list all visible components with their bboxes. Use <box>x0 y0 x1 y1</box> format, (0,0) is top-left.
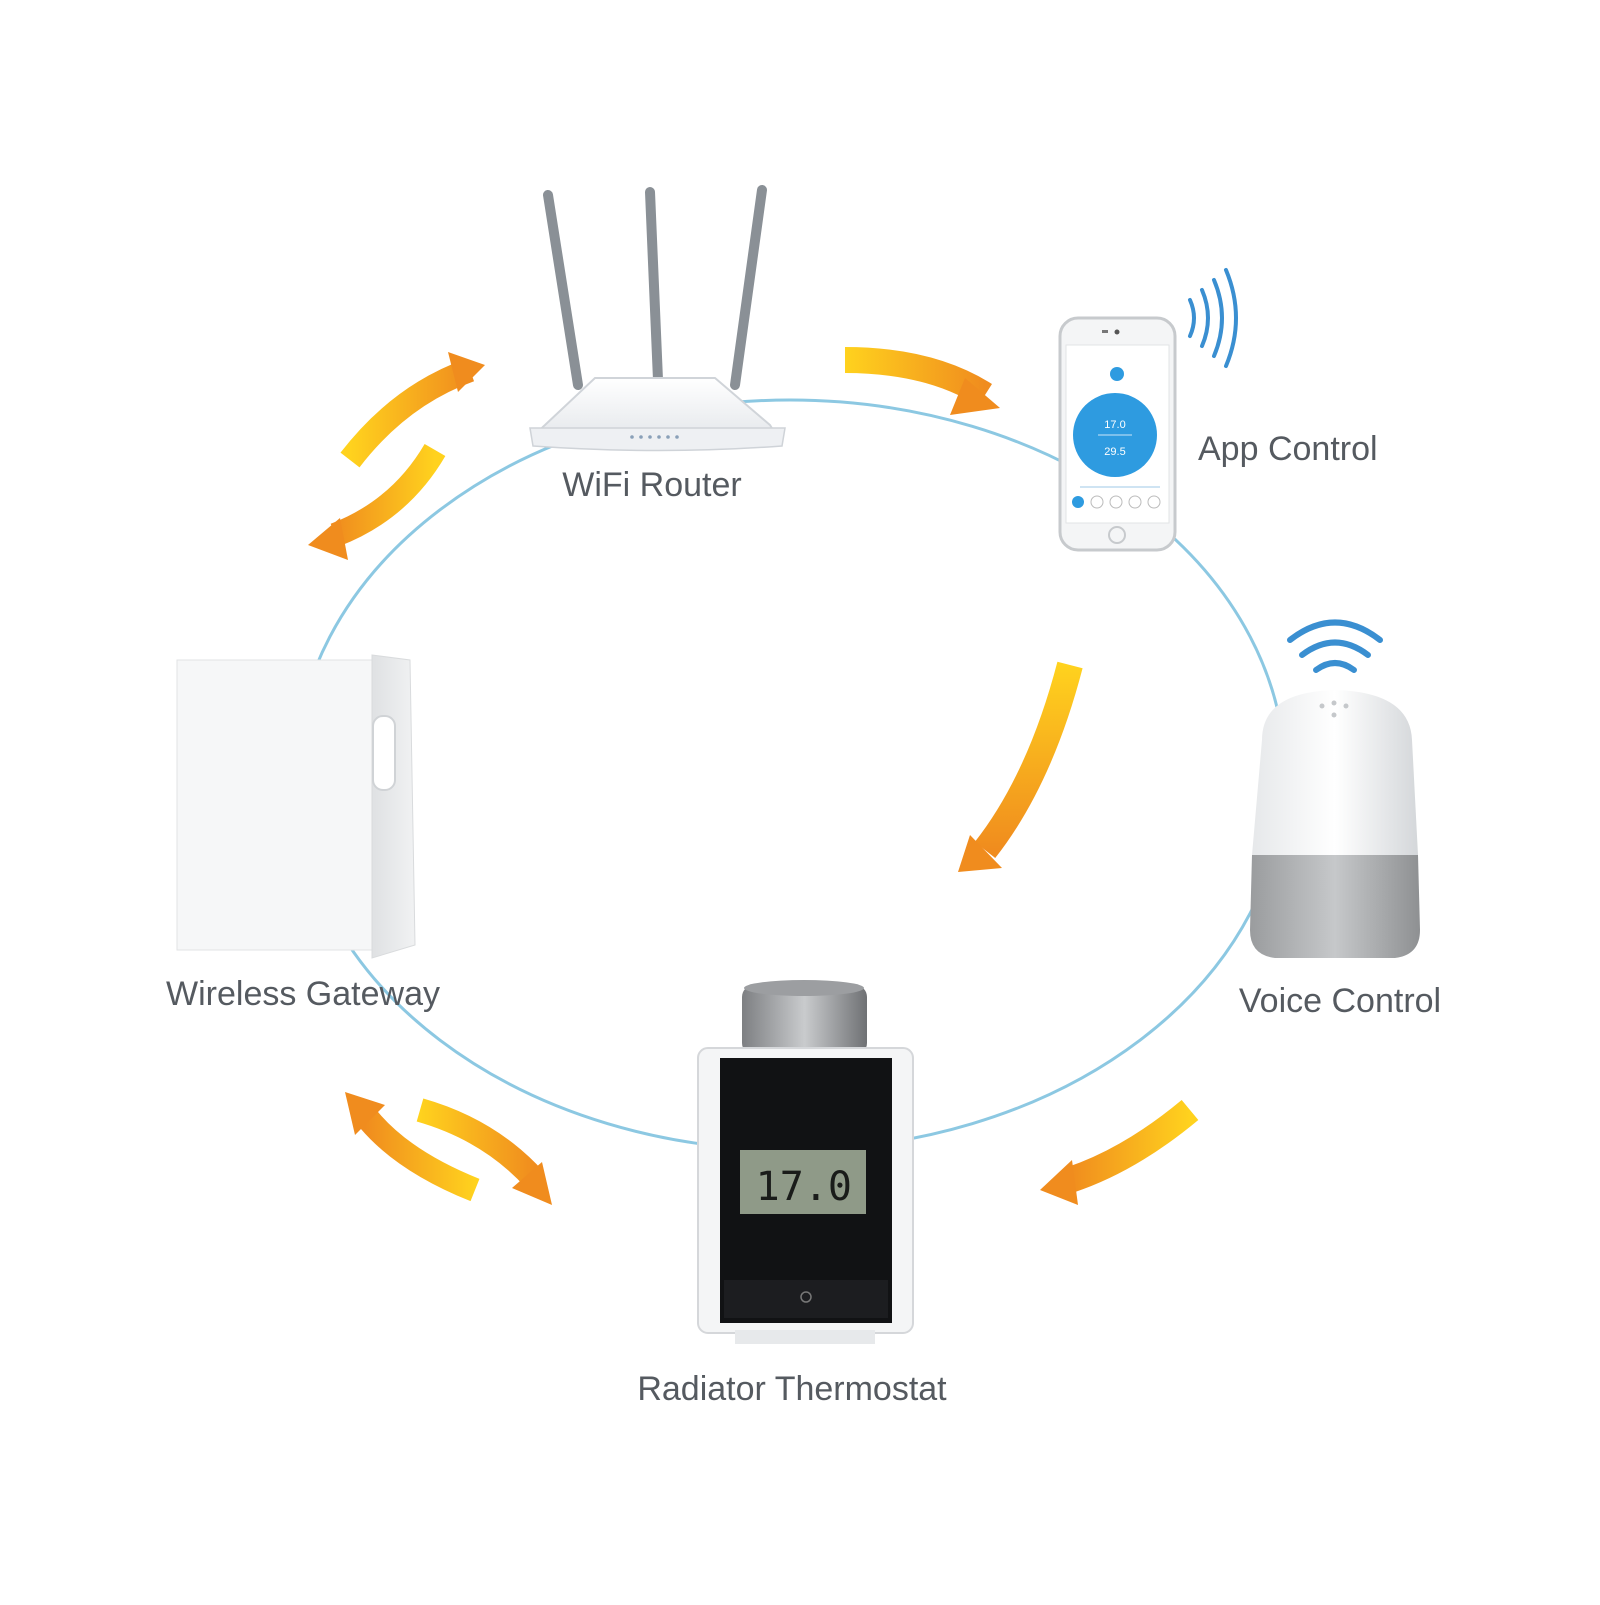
radiator-thermostat-icon: 17.0 <box>697 980 914 1344</box>
arrow-voice-to-thermostat <box>1040 1100 1199 1205</box>
app-room-temperature: 29.5 <box>1104 446 1125 458</box>
app-control-label: App Control <box>1198 430 1378 468</box>
wifi-signal-icon <box>1287 619 1383 673</box>
app-set-temperature: 17.0 <box>1104 419 1125 431</box>
router-label: WiFi Router <box>562 466 741 504</box>
thermostat-display-value: 17.0 <box>756 1164 852 1210</box>
smart-speaker-icon <box>1250 619 1420 958</box>
arrow-router-to-app <box>844 347 1000 415</box>
wifi-signal-icon <box>1188 268 1238 368</box>
arrow-router-gateway-bidirectional <box>308 352 485 560</box>
wireless-gateway-label: Wireless Gateway <box>166 975 440 1013</box>
wireless-gateway-icon <box>176 654 416 959</box>
radiator-thermostat-label: Radiator Thermostat <box>637 1370 947 1408</box>
smartphone-icon: 17.0 29.5 <box>1058 268 1238 552</box>
router-icon <box>529 185 786 452</box>
voice-control-label: Voice Control <box>1239 982 1441 1020</box>
arrow-app-to-thermostat <box>958 661 1083 872</box>
arrow-gateway-thermostat-bidirectional <box>345 1092 552 1205</box>
